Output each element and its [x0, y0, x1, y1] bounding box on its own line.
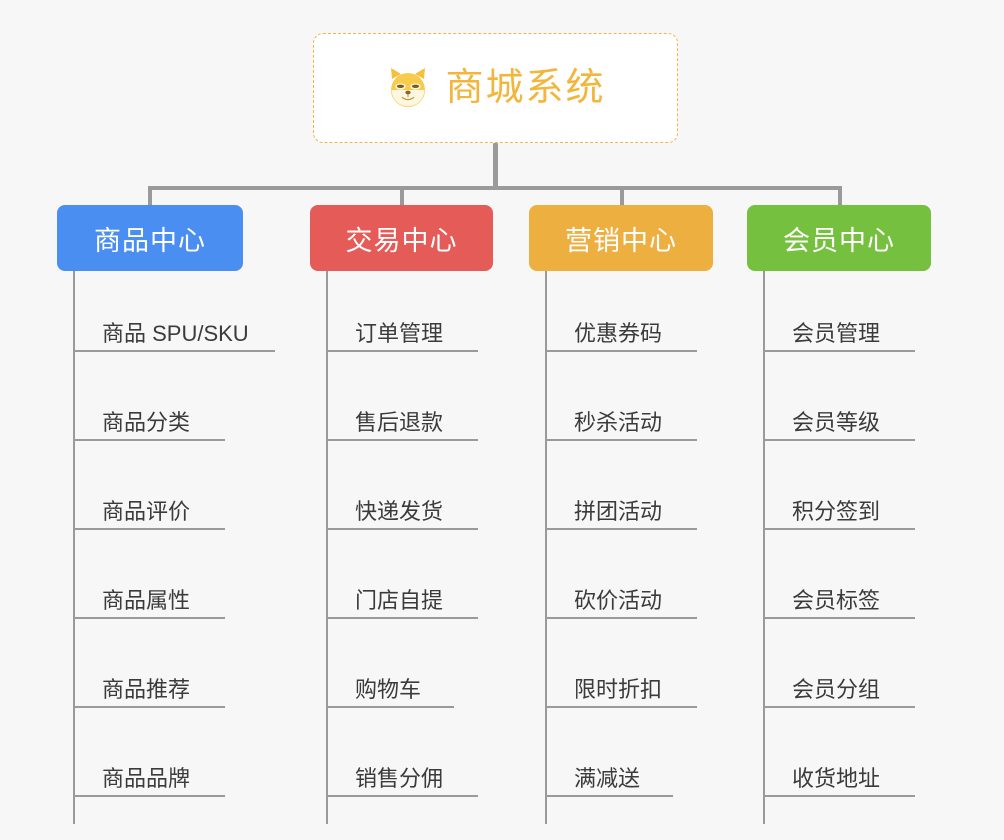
leaf-label: 收货地址 — [792, 765, 881, 791]
root-node[interactable]: 商城系统 — [313, 33, 678, 143]
leaf-item[interactable]: 优惠券码 — [545, 320, 697, 352]
leaf-item[interactable]: 购物车 — [326, 676, 454, 708]
leaf-item[interactable]: 收货地址 — [763, 765, 915, 797]
leaf-item[interactable]: 满减送 — [545, 765, 673, 797]
leaf-item[interactable]: 快递发货 — [326, 498, 478, 530]
leaf-item[interactable]: 拼团活动 — [545, 498, 697, 530]
column-spine-product-center — [73, 271, 75, 824]
category-label: 会员中心 — [783, 225, 895, 256]
column-spine-trade-center — [326, 271, 328, 824]
page-title: 商城系统 — [445, 67, 606, 109]
category-box-product-center[interactable]: 商品中心 — [57, 205, 243, 271]
connector-drop-2 — [400, 186, 404, 207]
column-spine-member-center — [763, 271, 765, 824]
leaf-item[interactable]: 商品 SPU/SKU — [73, 320, 275, 352]
leaf-label: 会员分组 — [792, 676, 881, 702]
category-box-marketing-center[interactable]: 营销中心 — [529, 205, 713, 271]
leaf-item[interactable]: 售后退款 — [326, 409, 478, 441]
leaf-label: 积分签到 — [792, 498, 881, 524]
connector-drop-4 — [838, 186, 842, 207]
column-spine-marketing-center — [545, 271, 547, 824]
leaf-label: 销售分佣 — [355, 765, 444, 791]
leaf-item[interactable]: 商品分类 — [73, 409, 225, 441]
category-box-trade-center[interactable]: 交易中心 — [310, 205, 493, 271]
category-label: 交易中心 — [345, 225, 458, 256]
connector-root-stem — [493, 143, 498, 189]
leaf-label: 售后退款 — [355, 409, 444, 435]
leaf-label: 商品评价 — [102, 498, 191, 524]
leaf-label: 快递发货 — [355, 498, 444, 524]
leaf-item[interactable]: 会员标签 — [763, 587, 915, 619]
connector-horizontal-bus — [148, 186, 841, 190]
connector-drop-3 — [620, 186, 624, 207]
leaf-item[interactable]: 砍价活动 — [545, 587, 697, 619]
leaf-item[interactable]: 商品属性 — [73, 587, 225, 619]
leaf-item[interactable]: 商品品牌 — [73, 765, 225, 797]
leaf-label: 商品品牌 — [102, 765, 191, 791]
leaf-item[interactable]: 限时折扣 — [545, 676, 697, 708]
leaf-label: 会员等级 — [792, 409, 881, 435]
leaf-label: 商品分类 — [102, 409, 191, 435]
category-box-member-center[interactable]: 会员中心 — [747, 205, 931, 271]
leaf-label: 优惠券码 — [574, 320, 663, 346]
leaf-label: 订单管理 — [355, 320, 444, 346]
leaf-label: 限时折扣 — [574, 676, 663, 702]
leaf-label: 满减送 — [574, 765, 641, 791]
leaf-label: 商品 SPU/SKU — [102, 320, 249, 346]
shiba-dog-icon — [385, 65, 431, 111]
leaf-label: 秒杀活动 — [574, 409, 663, 435]
leaf-label: 购物车 — [355, 676, 422, 702]
leaf-item[interactable]: 积分签到 — [763, 498, 915, 530]
leaf-label: 拼团活动 — [574, 498, 663, 524]
leaf-label: 砍价活动 — [574, 587, 663, 613]
category-label: 商品中心 — [94, 225, 206, 256]
leaf-label: 会员管理 — [792, 320, 881, 346]
leaf-item[interactable]: 秒杀活动 — [545, 409, 697, 441]
leaf-item[interactable]: 商品推荐 — [73, 676, 225, 708]
leaf-item[interactable]: 会员分组 — [763, 676, 915, 708]
leaf-label: 会员标签 — [792, 587, 881, 613]
leaf-item[interactable]: 订单管理 — [326, 320, 478, 352]
leaf-item[interactable]: 销售分佣 — [326, 765, 478, 797]
leaf-label: 商品推荐 — [102, 676, 191, 702]
leaf-label: 商品属性 — [102, 587, 191, 613]
connector-drop-1 — [148, 186, 152, 207]
category-label: 营销中心 — [565, 225, 677, 256]
leaf-item[interactable]: 门店自提 — [326, 587, 478, 619]
leaf-item[interactable]: 会员等级 — [763, 409, 915, 441]
leaf-item[interactable]: 商品评价 — [73, 498, 225, 530]
leaf-label: 门店自提 — [355, 587, 444, 613]
leaf-item[interactable]: 会员管理 — [763, 320, 915, 352]
